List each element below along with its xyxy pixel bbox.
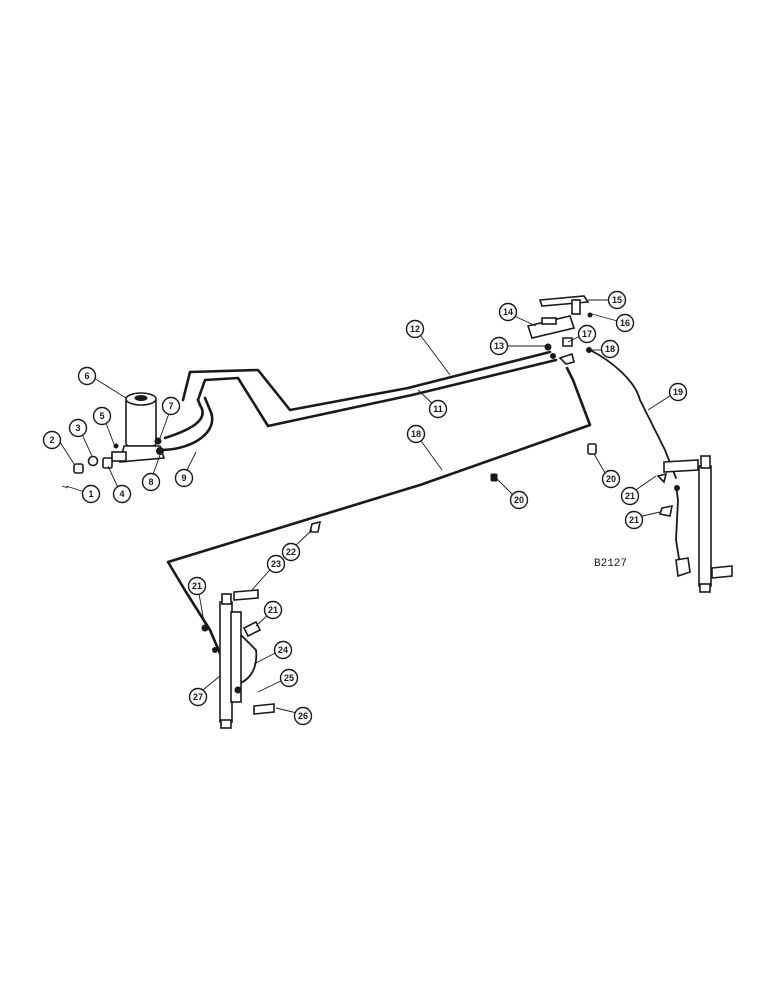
callout-30: 27	[188, 687, 208, 707]
svg-text:6: 6	[84, 371, 89, 381]
tube-12	[181, 350, 552, 412]
svg-text:15: 15	[612, 295, 622, 305]
svg-text:14: 14	[503, 307, 513, 317]
svg-text:12: 12	[410, 324, 420, 334]
svg-text:22: 22	[286, 547, 296, 557]
callout-2: 3	[68, 418, 88, 438]
nut-20a	[587, 443, 597, 455]
callout-13: 15	[607, 290, 627, 310]
parts	[61, 295, 733, 729]
callout-4: 5	[92, 406, 112, 426]
svg-text:13: 13	[494, 341, 504, 351]
tube-11	[196, 358, 558, 428]
drawing-code: B2127	[594, 558, 627, 570]
svg-text:11: 11	[433, 404, 443, 414]
callout-5: 6	[77, 366, 97, 386]
svg-text:21: 21	[268, 605, 278, 615]
callout-29: 26	[293, 706, 313, 726]
tube-18-main	[166, 366, 592, 660]
callout-6: 7	[161, 396, 181, 416]
callout-0: 1	[81, 484, 101, 504]
svg-text:21: 21	[625, 491, 635, 501]
callout-21: 21	[620, 486, 640, 506]
callout-18: 19	[668, 382, 688, 402]
callout-26: 23	[266, 554, 286, 574]
callout-1: 2	[42, 430, 62, 450]
pump-fittings	[61, 443, 119, 489]
valve-bracket	[538, 295, 593, 318]
callout-23: 21	[187, 576, 207, 596]
right-cylinder	[656, 455, 733, 593]
hose-9a	[163, 398, 204, 440]
svg-text:19: 19	[673, 387, 683, 397]
callout-12: 14	[498, 302, 518, 322]
valve-fittings	[544, 337, 592, 365]
svg-text:8: 8	[148, 477, 153, 487]
callout-16: 18	[600, 339, 620, 359]
svg-text:7: 7	[168, 401, 173, 411]
svg-text:3: 3	[75, 423, 80, 433]
hose-right-cylinder	[675, 485, 681, 566]
svg-text:20: 20	[606, 474, 616, 484]
callout-11: 13	[489, 336, 509, 356]
tube-19	[589, 349, 677, 479]
callout-28: 25	[279, 668, 299, 688]
callout-19: 20	[509, 490, 529, 510]
svg-text:17: 17	[582, 329, 592, 339]
callout-25: 22	[281, 542, 301, 562]
nut-20b	[490, 473, 498, 482]
svg-text:16: 16	[620, 318, 630, 328]
svg-text:27: 27	[193, 692, 203, 702]
svg-text:4: 4	[119, 489, 124, 499]
svg-text:9: 9	[181, 473, 186, 483]
svg-text:18: 18	[411, 429, 421, 439]
callout-8: 9	[174, 468, 194, 488]
tube-lines	[158, 349, 681, 685]
callout-14: 16	[615, 313, 635, 333]
svg-text:1: 1	[88, 489, 93, 499]
left-cylinder	[201, 520, 322, 729]
svg-text:18: 18	[605, 344, 615, 354]
svg-text:23: 23	[271, 559, 281, 569]
callout-27: 24	[273, 640, 293, 660]
control-valve	[526, 315, 576, 339]
svg-text:25: 25	[284, 673, 294, 683]
callout-20: 20	[601, 469, 621, 489]
svg-text:24: 24	[278, 645, 288, 655]
callout-7: 8	[141, 472, 161, 492]
svg-text:26: 26	[298, 711, 308, 721]
reservoir-pump-assembly	[111, 392, 166, 463]
leader-lines	[59, 299, 677, 715]
svg-text:21: 21	[629, 515, 639, 525]
hose-9b	[158, 396, 214, 452]
callout-15: 17	[577, 324, 597, 344]
callout-3: 4	[112, 484, 132, 504]
callout-10: 12	[405, 319, 425, 339]
callout-24: 21	[263, 600, 283, 620]
callout-22: 21	[624, 510, 644, 530]
callout-9: 11	[428, 399, 448, 419]
callout-17: 18	[406, 424, 426, 444]
svg-text:21: 21	[192, 581, 202, 591]
svg-text:2: 2	[49, 435, 54, 445]
svg-text:20: 20	[514, 495, 524, 505]
svg-text:5: 5	[99, 411, 104, 421]
